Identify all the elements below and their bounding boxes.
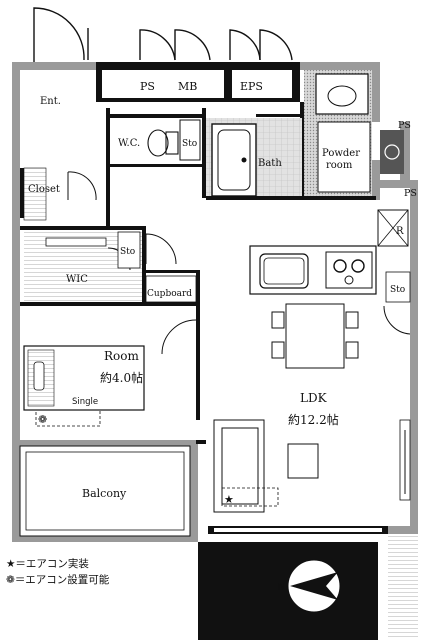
kitchen-storage (385, 271, 411, 303)
wash-basin-icon (315, 73, 369, 115)
refrigerator-label: R (396, 226, 404, 237)
wc-label: W.C. (118, 138, 140, 149)
legend-installed-text: ＝エアコン実装 (15, 558, 89, 570)
sofa-icon (213, 419, 265, 513)
balcony-label: Balcony (82, 487, 127, 500)
mb-label: MB (178, 80, 197, 93)
wic-label: WIC (66, 274, 88, 285)
toilet-icon (147, 129, 179, 157)
legend-installed-symbol: ★ (6, 558, 16, 570)
ps-top-label: PS (140, 80, 155, 93)
legend-possible-text: ＝エアコン設置可能 (14, 574, 110, 586)
cupboard (145, 275, 197, 303)
ldk-size-label: 約12.2帖 (288, 412, 339, 427)
legend-possible-row: ❁＝エアコン設置可能 (6, 572, 109, 588)
wc-storage (179, 119, 201, 161)
corridor-doors (33, 7, 293, 62)
closet-label: Closet (28, 184, 60, 195)
bath-label: Bath (258, 158, 282, 169)
cupboard-label: Cupboard (147, 289, 192, 299)
dining-table-icon (271, 303, 359, 369)
compass-north-label: N (278, 582, 285, 593)
outside-hatch (388, 534, 418, 640)
sto-kitchen-label: Sto (390, 285, 405, 295)
stove-icon (325, 251, 373, 289)
shaft-block (96, 62, 300, 102)
ldk-label: LDK (300, 391, 328, 405)
bathtub-icon (211, 123, 257, 197)
entrance-label: Ent. (40, 96, 61, 107)
wc-sto-label: Sto (182, 139, 197, 149)
bed-label: Single (72, 397, 98, 407)
eps-label: EPS (240, 80, 263, 93)
legend: ★＝エアコン実装 ❁＝エアコン設置可能 (6, 556, 110, 588)
corridor (0, 0, 440, 60)
room-label: Room (104, 349, 139, 363)
legend-installed-row: ★＝エアコン実装 (6, 556, 109, 572)
washing-machine-icon (380, 130, 404, 174)
ac-possible-area (35, 409, 101, 427)
compass-icon: N (278, 559, 341, 613)
legend-possible-symbol: ❁ (6, 574, 15, 586)
coffee-table-icon (287, 443, 319, 479)
ac-installed-area (221, 487, 279, 507)
ac-installed-marker: ★ (224, 493, 234, 506)
ac-possible-marker: ❁ (38, 413, 47, 426)
wc-room (110, 118, 202, 164)
ps-right-label-1: PS (398, 120, 411, 131)
balcony (19, 445, 191, 537)
room-size-label: 約4.0帖 (100, 370, 143, 385)
closet-shelf (23, 167, 47, 221)
entrance-floor (20, 70, 96, 110)
storage-mid (117, 231, 141, 269)
sto-mid-label: Sto (120, 247, 135, 257)
ps-right-label-2: PS (404, 188, 417, 199)
powder-room-label-2: room (326, 160, 353, 171)
powder-room-label-1: Powder (322, 148, 360, 159)
sink-icon (259, 253, 309, 289)
